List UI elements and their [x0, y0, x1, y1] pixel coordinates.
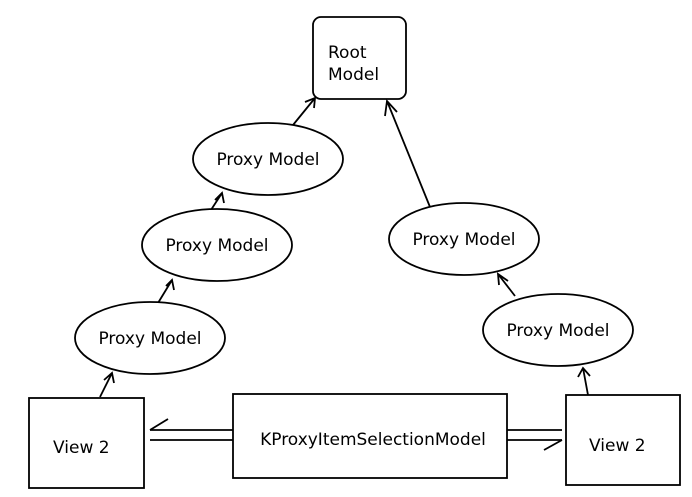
- right-view-box: [565, 394, 681, 486]
- proxy-model-label: Proxy Model: [216, 150, 319, 170]
- proxy-model-label: Proxy Model: [412, 230, 515, 250]
- proxy-model-left-2: Proxy Model: [141, 208, 293, 282]
- selection-model-box: [232, 393, 508, 479]
- proxy-model-right-2: Proxy Model: [388, 202, 540, 276]
- proxy-model-left-3: Proxy Model: [192, 122, 344, 196]
- arrow-view-to-proxy-left-1: [99, 371, 115, 398]
- right-view-label: View 2: [589, 436, 646, 456]
- left-view-box: [28, 397, 145, 489]
- arrow-view-to-proxy-right-1: [577, 366, 591, 396]
- arrow-head-right-view: [543, 439, 563, 451]
- root-model-box: [312, 16, 407, 100]
- proxy-model-ellipse: [388, 202, 540, 276]
- left-view-node: View 2: [28, 397, 145, 489]
- proxy-model-left-1: Proxy Model: [74, 301, 226, 375]
- selection-model-connectors: [149, 418, 563, 451]
- arrow-proxy-left-1-to-2: [157, 278, 175, 304]
- proxy-model-ellipse: [141, 208, 293, 282]
- root-model-label-line1: Root: [328, 43, 367, 63]
- right-view-node: View 2: [565, 394, 681, 486]
- proxy-model-ellipse: [192, 122, 344, 196]
- selection-model-node: KProxyItemSelectionModel: [232, 393, 508, 479]
- proxy-model-ellipse: [482, 293, 634, 367]
- proxy-model-label: Proxy Model: [98, 329, 201, 349]
- root-model-node: Root Model: [312, 16, 407, 100]
- arrow-proxy-right-1-to-2: [496, 272, 516, 297]
- proxy-model-label: Proxy Model: [165, 236, 268, 256]
- arrow-proxy-right-2-to-root: [384, 98, 431, 208]
- proxy-model-label: Proxy Model: [506, 321, 609, 341]
- right-chain-connectors: [384, 98, 591, 396]
- proxy-model-ellipse: [74, 301, 226, 375]
- root-model-label-line2: Model: [328, 65, 379, 85]
- selection-model-label: KProxyItemSelectionModel: [260, 430, 486, 450]
- arrow-head-left-view: [149, 418, 169, 431]
- left-view-label: View 2: [53, 438, 110, 458]
- arrow-proxy-left-3-to-root: [292, 96, 317, 126]
- proxy-model-right-1: Proxy Model: [482, 293, 634, 367]
